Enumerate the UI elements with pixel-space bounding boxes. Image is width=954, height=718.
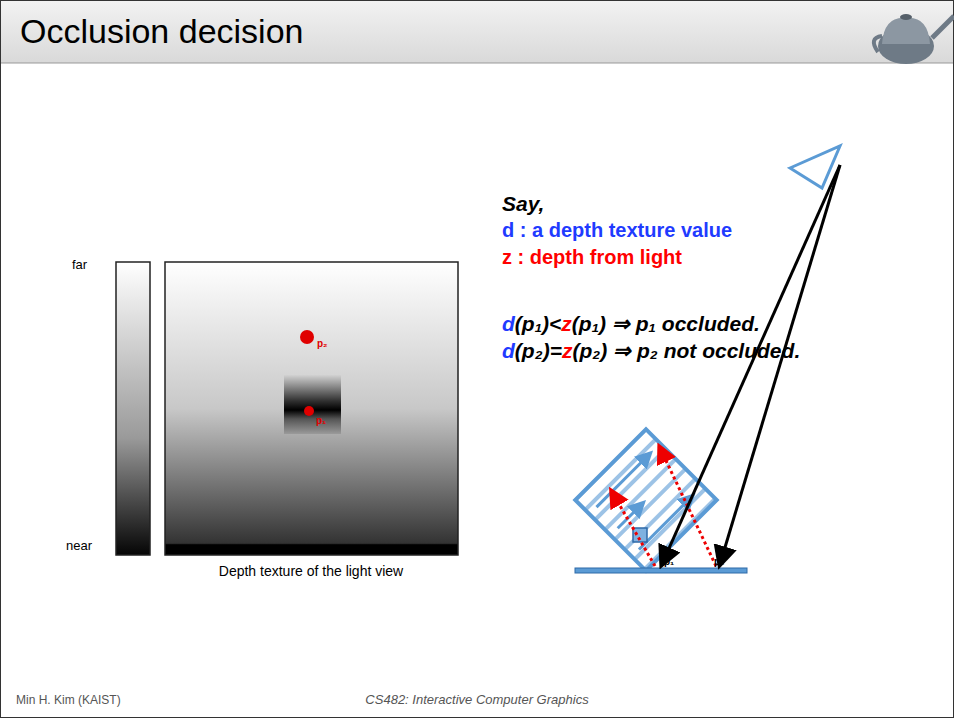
definition: d : a depth texture value [502, 219, 732, 242]
footer-author: Min H. Kim (KAIST) [16, 693, 121, 707]
axis-label: near [66, 538, 92, 553]
point-label: p₂ [317, 338, 328, 349]
axis-label: far [72, 257, 87, 272]
caption: Depth texture of the light view [219, 563, 403, 579]
note: Say, [502, 192, 544, 216]
footer-course: CS482: Interactive Computer Graphics [365, 692, 588, 707]
formula: d(p₂)=z(p₂) ⇒ p₂ not occluded. [502, 339, 800, 363]
point-label: p₁ [664, 556, 674, 567]
definition: z : depth from light [502, 246, 682, 269]
slide-title: Occlusion decision [20, 12, 303, 51]
point-label: p₁ [316, 415, 326, 426]
point-label: p₂ [714, 556, 725, 567]
formula: d(p₁)<z(p₁) ⇒ p₁ occluded. [502, 312, 760, 336]
